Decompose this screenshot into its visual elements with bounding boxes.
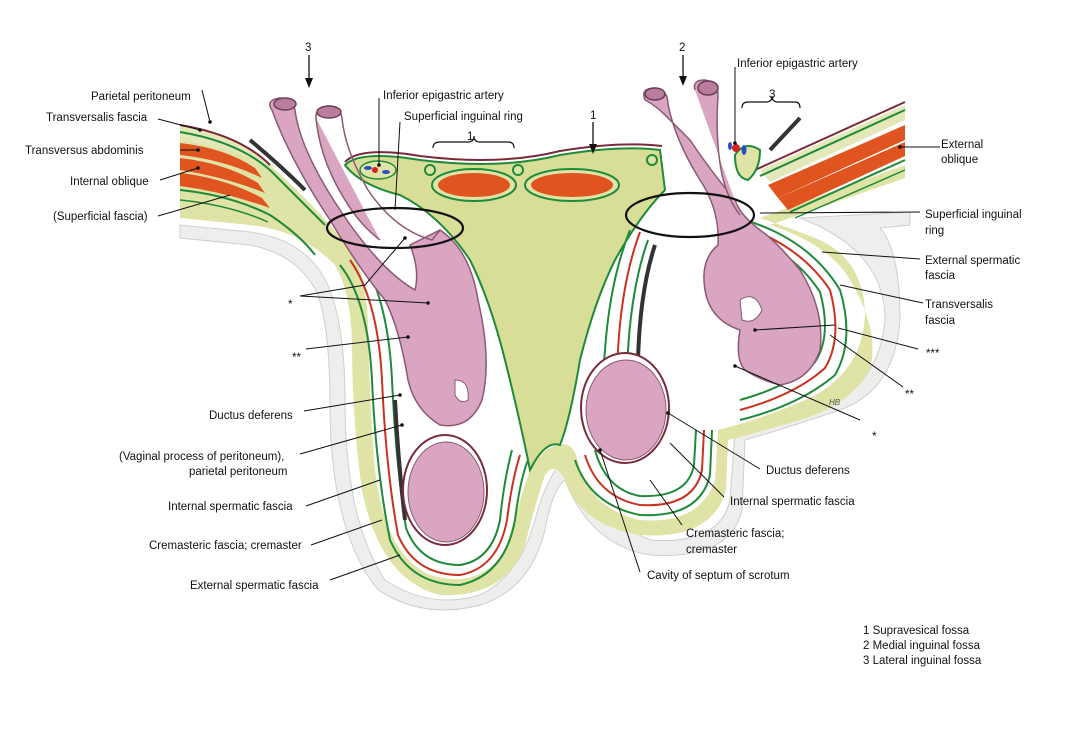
fossa-arrow-1: 1 [589, 110, 597, 154]
label-ductus-deferens-left: Ductus deferens [209, 410, 293, 422]
legend-item: 1 Supravesical fossa [863, 625, 970, 637]
right-testis [580, 352, 670, 464]
label-internal-spermatic-fascia-left: Internal spermatic fascia [168, 501, 293, 513]
fossa-number-2: 2 [679, 42, 685, 54]
left-scrotal-layers [339, 254, 529, 587]
leader-dots [196, 120, 902, 452]
legend-item: 3 Lateral inguinal fossa [863, 655, 982, 667]
legend-item: 2 Medial inguinal fossa [863, 640, 981, 652]
label-star3: *** [926, 348, 940, 360]
brace-number-3: 3 [769, 89, 775, 101]
label-vaginal-process-line2: parietal peritoneum [189, 466, 287, 478]
label-cremasteric-fascia-right-line1: Cremasteric fascia; [686, 528, 784, 540]
label-external-spermatic-fascia-right-line1: External spermatic [925, 255, 1020, 267]
brace-number-1: 1 [467, 131, 473, 143]
label-transversalis-fascia-right-line2: fascia [925, 315, 956, 327]
brace-3 [741, 95, 801, 109]
label-transversalis-fascia-right-line1: Transversalis [925, 299, 993, 311]
left-epigastric-vessels [359, 160, 397, 180]
label-star-right: * [872, 431, 877, 443]
label-star2-left: ** [292, 352, 301, 364]
label-star2-right: ** [905, 389, 914, 401]
labels-right: External oblique Superficial inguinal ri… [647, 139, 1022, 582]
artist-signature: HB [829, 398, 841, 407]
label-cavity-septum: Cavity of septum of scrotum [647, 570, 790, 582]
leader-lines [157, 67, 940, 581]
label-cremasteric-fascia-left: Cremasteric fascia; cremaster [149, 540, 302, 552]
label-internal-oblique: Internal oblique [70, 176, 149, 188]
right-spermatic-cord [643, 79, 822, 386]
label-transversus-abdominis: Transversus abdominis [25, 145, 144, 157]
fossa-arrow-2: 2 [679, 42, 687, 86]
right-inguinal-ring [624, 191, 756, 239]
fossa-number-3: 3 [305, 42, 311, 54]
left-abdominal-wall [179, 124, 326, 256]
label-star-left: * [288, 299, 293, 311]
brace-1 [432, 135, 515, 149]
label-vaginal-process-line1: (Vaginal process of peritoneum), [119, 451, 284, 463]
label-parietal-peritoneum: Parietal peritoneum [91, 91, 191, 103]
label-cremasteric-fascia-right-line2: cremaster [686, 544, 737, 556]
label-external-spermatic-fascia-right-line2: fascia [925, 270, 956, 282]
left-testis [402, 434, 488, 546]
rectus-muscles [424, 154, 658, 202]
label-superficial-inguinal-ring-top: Superficial inguinal ring [404, 111, 523, 123]
label-external-oblique-line2: oblique [941, 154, 978, 166]
label-inferior-epigastric-artery-right: Inferior epigastric artery [737, 58, 858, 70]
label-inferior-epigastric-artery-left: Inferior epigastric artery [383, 90, 504, 102]
label-superficial-inguinal-ring-right-line1: Superficial inguinal [925, 209, 1022, 221]
label-transversalis-fascia-left: Transversalis fascia [46, 112, 148, 124]
fossa-number-1: 1 [590, 110, 596, 122]
label-external-oblique-line1: External [941, 139, 983, 151]
labels-left: Parietal peritoneum Transversalis fascia… [25, 91, 319, 592]
fossa-legend: 1 Supravesical fossa 2 Medial inguinal f… [863, 625, 982, 667]
central-fascia [343, 147, 667, 474]
right-abdominal-wall [733, 101, 906, 219]
right-scrotal-layers [574, 219, 848, 517]
fascia-region [180, 125, 905, 596]
label-superficial-inguinal-ring-right-line2: ring [925, 225, 944, 237]
label-ductus-deferens-right: Ductus deferens [766, 465, 850, 477]
labels-top: Inferior epigastric artery Superficial i… [383, 58, 858, 123]
label-superficial-fascia: (Superficial fascia) [53, 211, 148, 223]
label-internal-spermatic-fascia-right: Internal spermatic fascia [730, 496, 855, 508]
right-epigastric-vessels [728, 142, 747, 155]
fossa-arrow-3: 3 [305, 42, 313, 88]
skin-outline [179, 211, 911, 611]
label-external-spermatic-fascia-left: External spermatic fascia [190, 580, 319, 592]
